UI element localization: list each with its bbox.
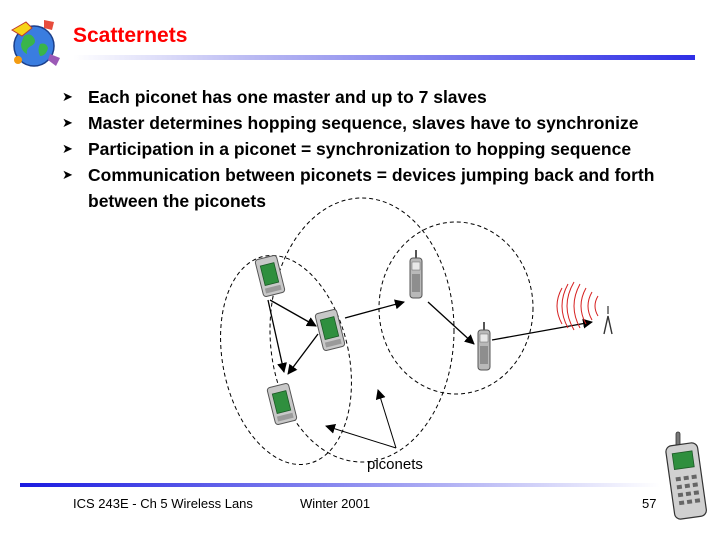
title-underline	[73, 55, 695, 60]
footer-date: Winter 2001	[300, 496, 371, 511]
globe-logo-icon	[11, 20, 60, 67]
piconet-ellipse-left	[220, 254, 352, 466]
pda-device-icon	[314, 308, 346, 352]
piconets-label: piconets	[367, 456, 423, 473]
bullet-list: ➤Each piconet has one master and up to 7…	[62, 84, 678, 214]
arrowhead-icon: ➤	[62, 167, 73, 182]
piconet-ellipse-right	[378, 221, 534, 395]
link-arrow	[491, 318, 593, 341]
pda-device-icon	[266, 382, 298, 426]
slide-title: Scatternets	[73, 24, 188, 47]
footer-rule	[20, 483, 660, 487]
arrowhead-icon: ➤	[62, 141, 73, 156]
bullet-item: ➤Communication between piconets = device…	[62, 162, 678, 214]
link-arrow	[269, 299, 317, 327]
link-arrow	[427, 301, 475, 345]
radio-tower-icon	[556, 281, 613, 335]
pda-device-icon	[254, 254, 286, 298]
arrowhead-icon: ➤	[62, 89, 73, 104]
link-arrow	[287, 333, 319, 375]
cell-phone-icon	[665, 431, 707, 520]
label-pointer	[375, 389, 397, 449]
phone-device-icon	[409, 249, 423, 299]
bullet-item: ➤Master determines hopping sequence, sla…	[62, 110, 678, 136]
bullet-item: ➤Each piconet has one master and up to 7…	[62, 84, 678, 110]
label-pointer	[325, 423, 397, 449]
phone-device-icon	[477, 321, 491, 371]
bullet-item: ➤Participation in a piconet = synchroniz…	[62, 136, 678, 162]
piconet-ellipse-middle	[269, 197, 455, 463]
footer-course: ICS 243E - Ch 5 Wireless Lans	[73, 496, 253, 511]
link-arrow	[267, 299, 287, 373]
footer-page-number: 57	[642, 496, 657, 511]
arrowhead-icon: ➤	[62, 115, 73, 130]
link-arrow	[344, 299, 405, 319]
